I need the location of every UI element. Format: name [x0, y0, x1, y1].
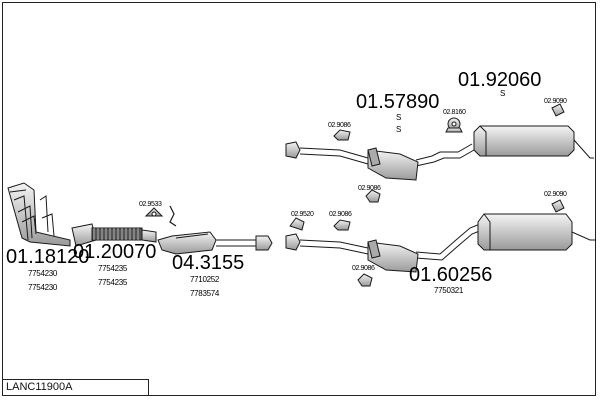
fitting-9086-u2-label: 02.9086 — [358, 185, 381, 192]
fitting-8160-label: 02.8160 — [443, 109, 466, 116]
fitting-9090-l-label: 02.9090 — [544, 191, 567, 198]
upper-pipe-part[interactable] — [285, 141, 475, 167]
upper-rear-silencer[interactable] — [473, 125, 594, 159]
upper-rear-mark: S — [500, 89, 505, 98]
manifold-ref-2: 7754230 — [28, 283, 58, 292]
catalyst-code: 04.3155 — [172, 252, 244, 274]
catalyst-part[interactable] — [157, 231, 273, 255]
fitting-9090-l-part[interactable] — [551, 199, 565, 213]
fitting-9520-label: 02.9520 — [291, 211, 314, 218]
fitting-9086-u1-part[interactable] — [333, 129, 351, 141]
lower-middle-silencer[interactable] — [367, 239, 419, 273]
upper-system-mark-a: S — [396, 113, 401, 122]
diagram-frame — [2, 2, 596, 396]
upper-system-mark-b: S — [396, 125, 401, 134]
manifold-ref-1: 7754230 — [28, 269, 58, 278]
fitting-9086-l2-label: 02.9086 — [352, 265, 375, 272]
catalyst-ref-2: 7783574 — [190, 289, 220, 298]
fitting-9533-part[interactable] — [144, 205, 177, 227]
fitting-9533-label: 02.9533 — [139, 201, 162, 208]
lower-system-ref: 7750321 — [434, 286, 464, 295]
catalyst-ref-1: 7710252 — [190, 275, 220, 284]
upper-middle-silencer[interactable] — [367, 147, 419, 181]
manifold-code: 01.18120 — [6, 246, 89, 268]
fitting-8160-part[interactable] — [445, 117, 463, 133]
fitting-9090-u-part[interactable] — [551, 103, 565, 117]
fitting-9086-l2-part[interactable] — [357, 273, 373, 287]
lower-system-code: 01.60256 — [409, 264, 492, 286]
lower-pipe-part[interactable] — [285, 223, 483, 261]
fitting-9086-u2-part[interactable] — [365, 189, 381, 203]
upper-rear-code: 01.92060 — [458, 69, 541, 91]
fitting-9520-part[interactable] — [289, 217, 305, 231]
manifold-part[interactable] — [7, 182, 71, 247]
front-pipe-ref-2: 7754235 — [98, 278, 128, 287]
fitting-9086-u1-label: 02.9086 — [328, 122, 351, 129]
front-pipe-part[interactable] — [71, 223, 157, 247]
fitting-9086-l1-label: 02.9086 — [329, 211, 352, 218]
upper-system-code: 01.57890 — [356, 91, 439, 113]
fitting-9086-l1-part[interactable] — [333, 219, 351, 231]
fitting-9090-u-label: 02.9090 — [544, 98, 567, 105]
front-pipe-code: 01.20070 — [73, 241, 156, 263]
diagram-code-box: LANC11900A — [2, 379, 149, 396]
front-pipe-ref-1: 7754235 — [98, 264, 128, 273]
lower-rear-silencer[interactable] — [477, 213, 596, 251]
